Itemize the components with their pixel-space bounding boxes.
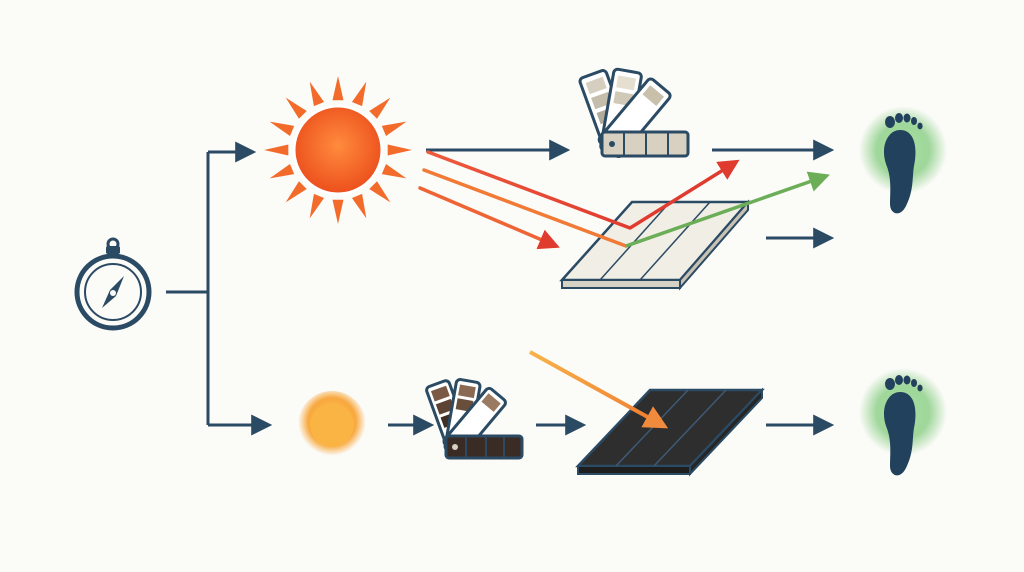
branch-connector — [166, 141, 273, 436]
sun-ray — [332, 199, 344, 224]
sun-ray — [381, 121, 407, 137]
sun-ray — [285, 97, 307, 119]
sun-ray — [269, 163, 295, 179]
incoming-rays — [418, 150, 632, 250]
absorbed-ray — [529, 350, 669, 429]
sun-ray — [369, 181, 391, 203]
reflected-ray-green — [625, 171, 830, 248]
light-panel-icon — [559, 199, 751, 291]
sun-icon — [264, 76, 412, 224]
sun-ray — [351, 193, 367, 219]
sun-ray — [351, 81, 367, 107]
color-swatch-icon — [578, 67, 690, 159]
sun-ray — [381, 163, 407, 179]
sun-ray — [309, 193, 325, 219]
sun-ray — [269, 121, 295, 137]
sun-ray — [332, 76, 344, 101]
sun-ray — [309, 81, 325, 107]
sun-ray — [387, 144, 412, 156]
compass-icon — [74, 237, 152, 331]
dark-panel-icon — [575, 387, 765, 477]
footprint-icon — [859, 368, 947, 476]
sun-ray — [285, 181, 307, 203]
footprint-icon — [859, 106, 947, 214]
color-swatch-icon — [425, 377, 524, 460]
sun-glow-icon — [298, 391, 366, 459]
sun-ray — [264, 144, 289, 156]
sun-ray — [369, 97, 391, 119]
reflected-ray-red — [629, 159, 740, 230]
